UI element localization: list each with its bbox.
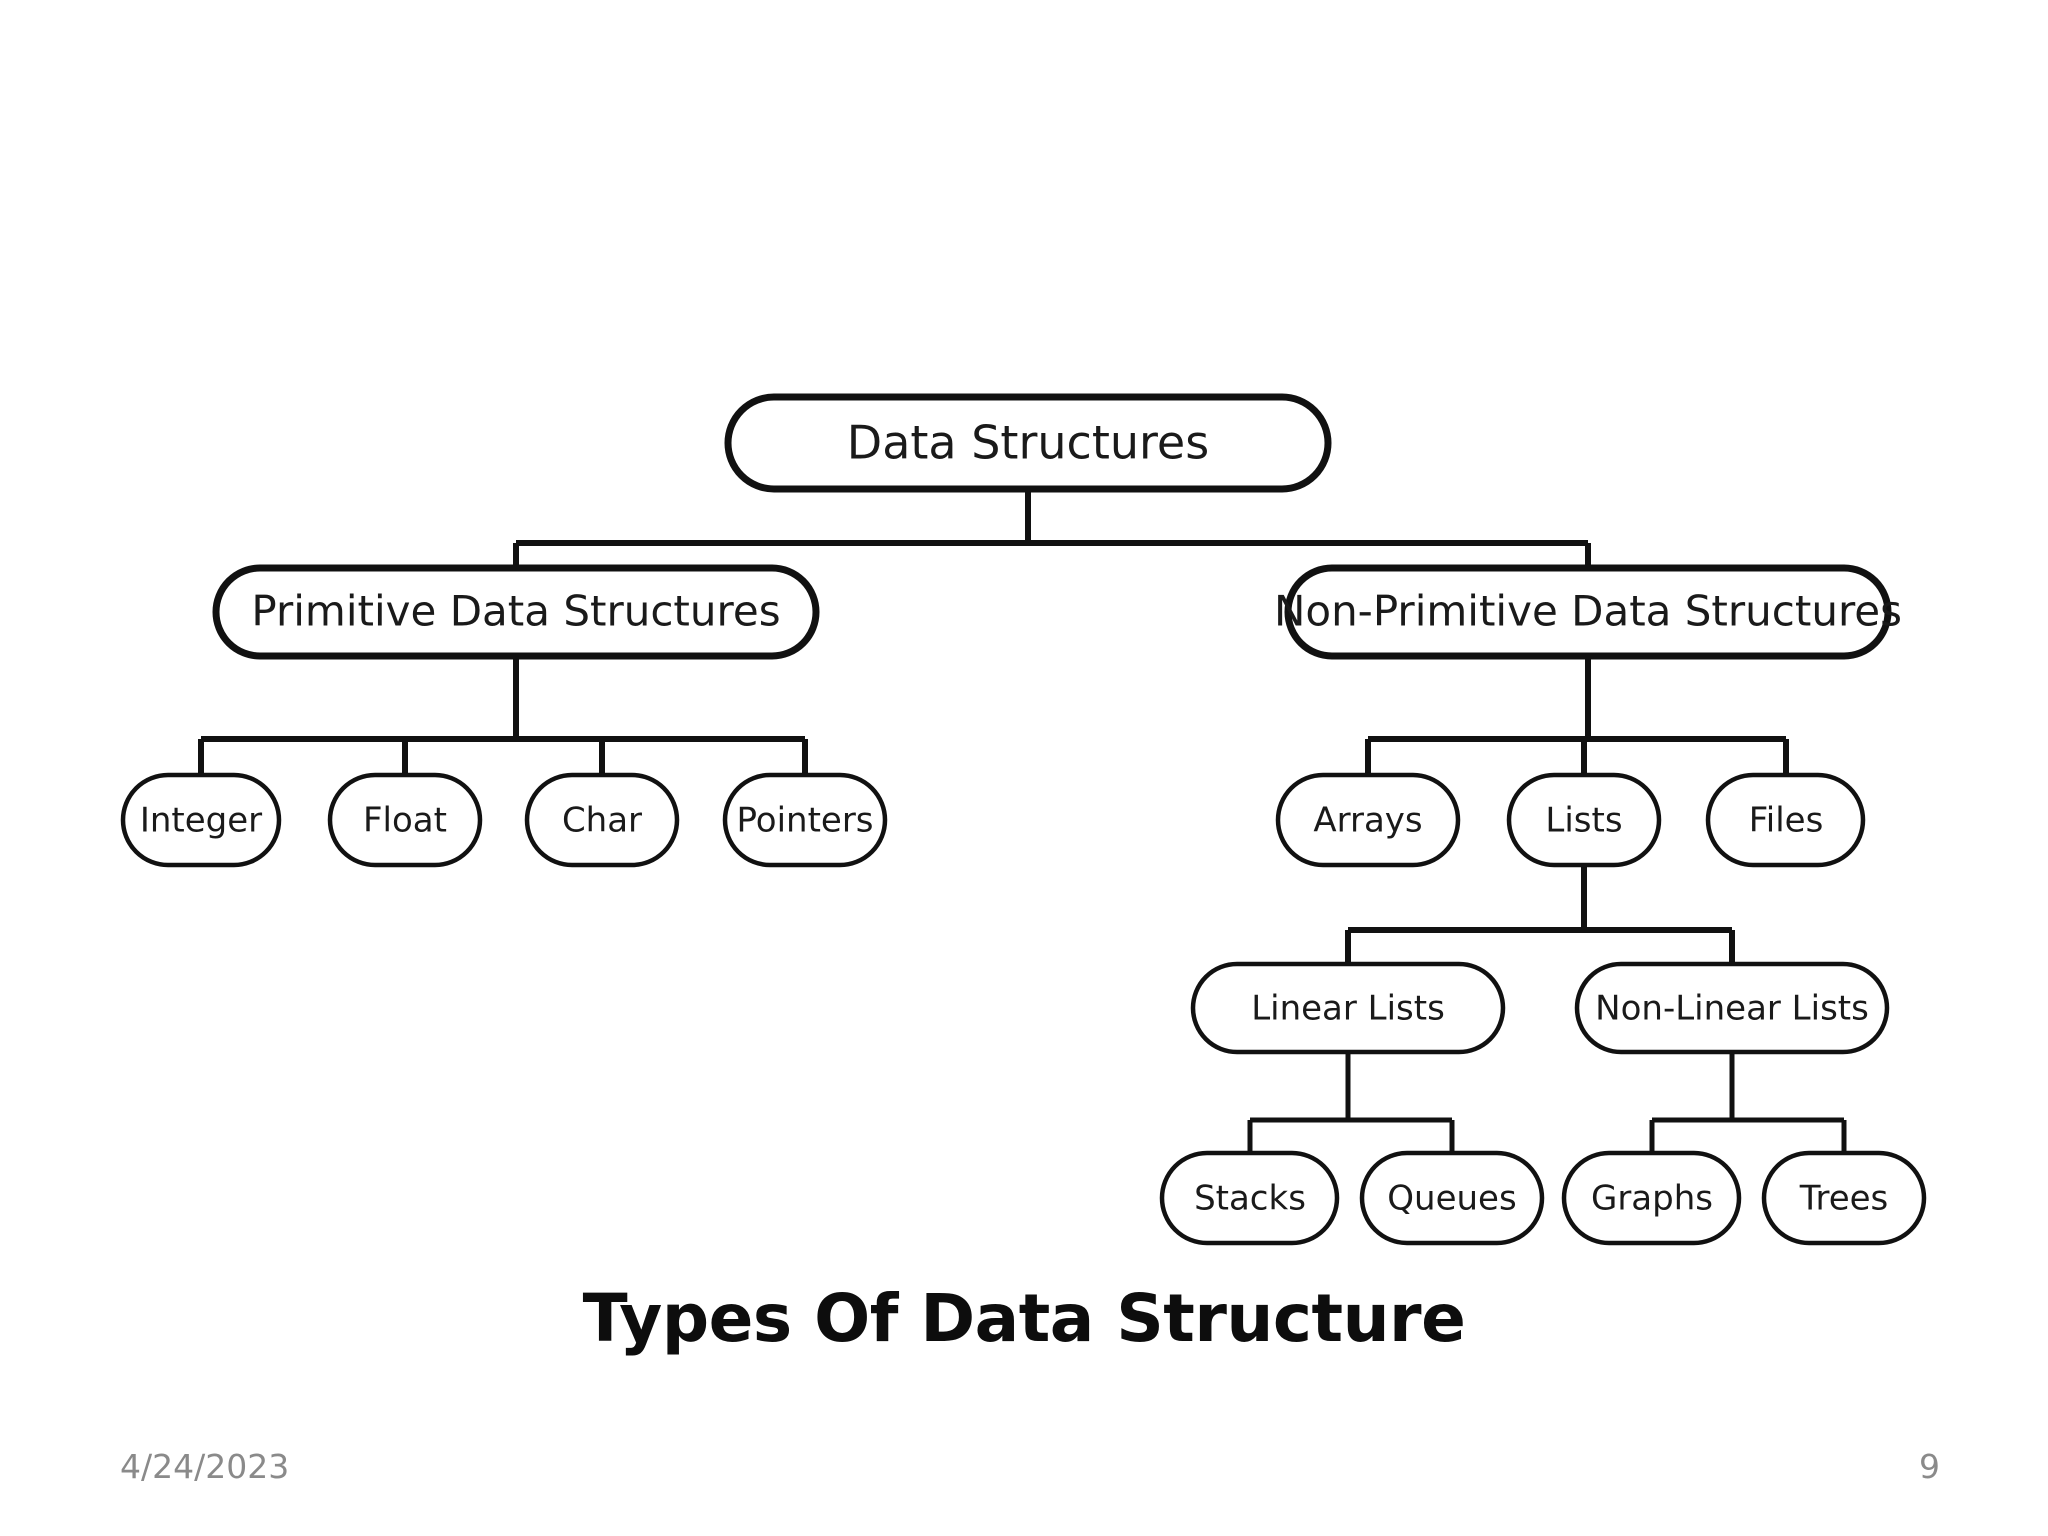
node-stacks[interactable]: Stacks: [1159, 1150, 1340, 1246]
connector-group: [198, 489, 1847, 1153]
node-label-arrays: Arrays: [1313, 801, 1422, 841]
node-label-non-primitive-data-structures: Non-Primitive Data Structures: [1274, 587, 1902, 636]
slide-caption: Types Of Data Structure: [582, 1280, 1466, 1357]
node-trees[interactable]: Trees: [1761, 1150, 1927, 1246]
node-data-structures[interactable]: Data Structures: [724, 393, 1332, 493]
node-shape-lists: [1506, 772, 1662, 868]
node-lists[interactable]: Lists: [1506, 772, 1662, 868]
node-label-char: Char: [562, 801, 642, 841]
node-label-primitive-data-structures: Primitive Data Structures: [251, 587, 780, 636]
node-shape-data-structures: [724, 393, 1332, 493]
node-shape-trees: [1761, 1150, 1927, 1246]
footer-page-number: 9: [1919, 1447, 1940, 1486]
node-label-non-linear-lists: Non-Linear Lists: [1595, 989, 1869, 1029]
node-shape-files: [1705, 772, 1866, 868]
node-group: Data Structures Primitive Data Structure…: [120, 393, 1927, 1246]
node-shape-non-primitive-data-structures: [1284, 564, 1892, 660]
node-shape-float: [327, 772, 483, 868]
node-queues[interactable]: Queues: [1359, 1150, 1545, 1246]
node-graphs[interactable]: Graphs: [1561, 1150, 1742, 1246]
node-label-integer: Integer: [140, 801, 262, 841]
footer-date: 4/24/2023: [120, 1447, 290, 1486]
node-linear-lists[interactable]: Linear Lists: [1190, 961, 1506, 1055]
node-label-files: Files: [1749, 801, 1824, 841]
node-shape-char: [524, 772, 680, 868]
node-shape-graphs: [1561, 1150, 1742, 1246]
node-shape-integer: [120, 772, 282, 868]
node-shape-pointers: [722, 772, 888, 868]
node-shape-linear-lists: [1190, 961, 1506, 1055]
node-non-primitive-data-structures[interactable]: Non-Primitive Data Structures: [1274, 564, 1902, 660]
node-primitive-data-structures[interactable]: Primitive Data Structures: [212, 564, 820, 660]
node-integer[interactable]: Integer: [120, 772, 282, 868]
node-label-pointers: Pointers: [736, 801, 873, 841]
node-label-float: Float: [363, 801, 447, 841]
node-shape-non-linear-lists: [1574, 961, 1890, 1055]
node-label-stacks: Stacks: [1194, 1179, 1306, 1219]
node-label-lists: Lists: [1545, 801, 1622, 841]
node-shape-arrays: [1275, 772, 1461, 868]
node-label-data-structures: Data Structures: [847, 416, 1209, 470]
node-label-trees: Trees: [1799, 1179, 1889, 1219]
node-label-graphs: Graphs: [1591, 1179, 1713, 1219]
node-shape-stacks: [1159, 1150, 1340, 1246]
node-label-queues: Queues: [1387, 1179, 1516, 1219]
node-char[interactable]: Char: [524, 772, 680, 868]
node-float[interactable]: Float: [327, 772, 483, 868]
node-pointers[interactable]: Pointers: [722, 772, 888, 868]
node-label-linear-lists: Linear Lists: [1251, 989, 1445, 1029]
node-files[interactable]: Files: [1705, 772, 1866, 868]
node-shape-primitive-data-structures: [212, 564, 820, 660]
node-shape-queues: [1359, 1150, 1545, 1246]
node-arrays[interactable]: Arrays: [1275, 772, 1461, 868]
node-non-linear-lists[interactable]: Non-Linear Lists: [1574, 961, 1890, 1055]
